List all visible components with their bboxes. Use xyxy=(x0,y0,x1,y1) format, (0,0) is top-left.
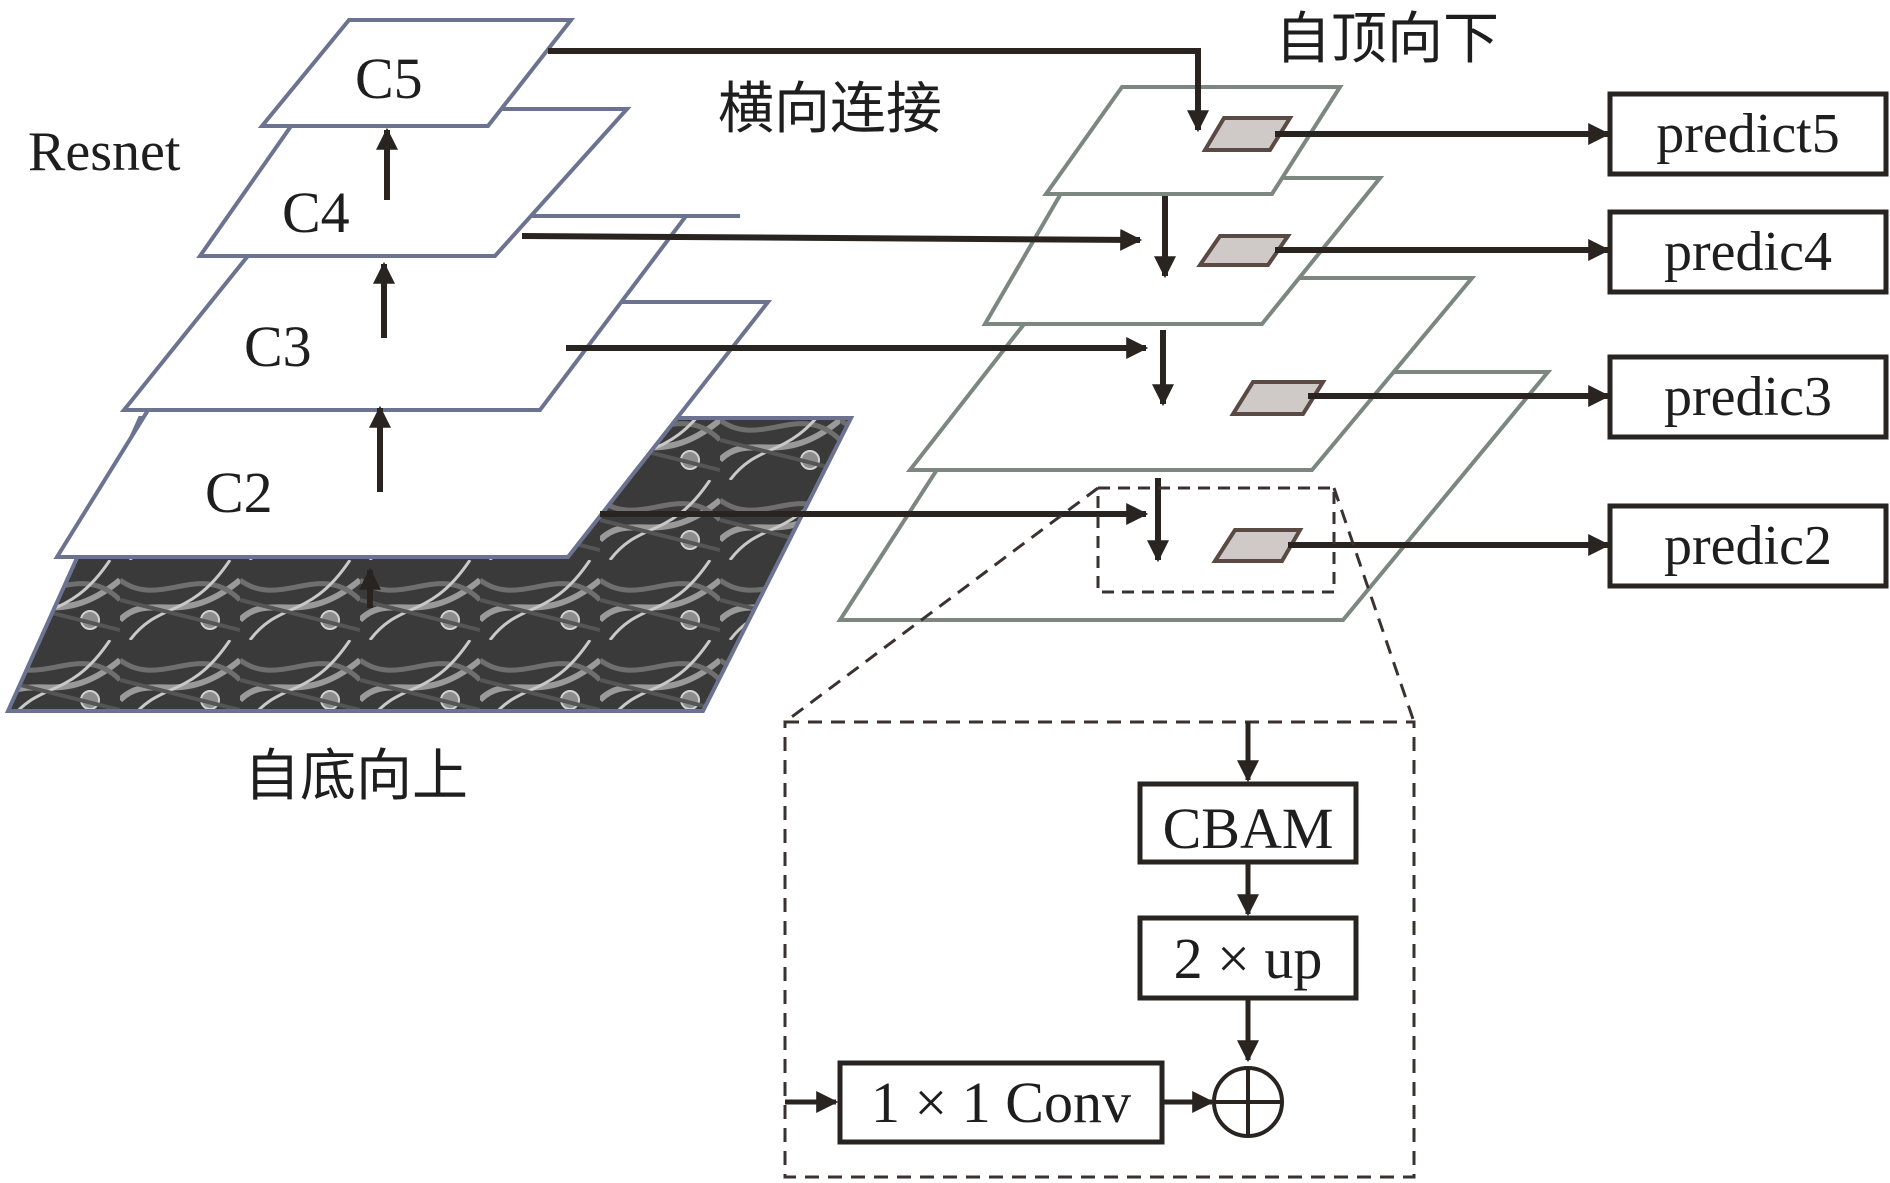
predict3-label: predic3 xyxy=(1664,366,1832,428)
top-down-label: 自顶向下 xyxy=(1275,7,1499,72)
lateral-arrow-c4 xyxy=(521,228,1143,251)
c3-label: C3 xyxy=(244,314,312,379)
predict4-label: predic4 xyxy=(1664,221,1832,283)
p5-node xyxy=(1201,116,1294,152)
p5-plane xyxy=(1042,85,1344,196)
cbam-label: CBAM xyxy=(1163,796,1334,861)
zoom-selection-box xyxy=(1096,486,1336,594)
resnet-label: Resnet xyxy=(28,121,181,183)
predict5-label: predict5 xyxy=(1656,103,1839,165)
cbam-block: CBAM xyxy=(1137,781,1359,865)
c3-plane xyxy=(119,214,691,412)
zoom-connector-left xyxy=(784,486,1099,724)
conv-block: 1 × 1 Conv xyxy=(837,1060,1165,1145)
predict4-box: predic4 xyxy=(1607,209,1889,295)
detail-panel xyxy=(783,720,1416,1179)
zoom-connector-right xyxy=(1332,487,1416,723)
c5-label: C5 xyxy=(355,46,423,111)
p2-node xyxy=(1211,528,1304,563)
c4-label: C4 xyxy=(282,180,350,245)
p3-node xyxy=(1229,380,1327,416)
conv-label: 1 × 1 Conv xyxy=(871,1070,1131,1135)
p4-node xyxy=(1196,234,1292,267)
lateral-connection-label: 横向连接 xyxy=(718,77,942,142)
upsample-label: 2 × up xyxy=(1174,926,1323,991)
upsample-block: 2 × up xyxy=(1137,915,1359,1001)
predict3-box: predic3 xyxy=(1607,354,1889,440)
c2-label: C2 xyxy=(205,460,273,525)
predict2-box: predic2 xyxy=(1607,503,1889,589)
elementwise-add xyxy=(1212,1066,1284,1138)
c5-plane xyxy=(257,18,576,128)
c4-plane xyxy=(196,107,632,258)
lateral-arrow-c5 xyxy=(548,48,1209,133)
bottom-up-label: 自底向上 xyxy=(244,744,468,809)
predict5-box: predict5 xyxy=(1607,91,1889,177)
predict2-label: predic2 xyxy=(1664,515,1832,577)
